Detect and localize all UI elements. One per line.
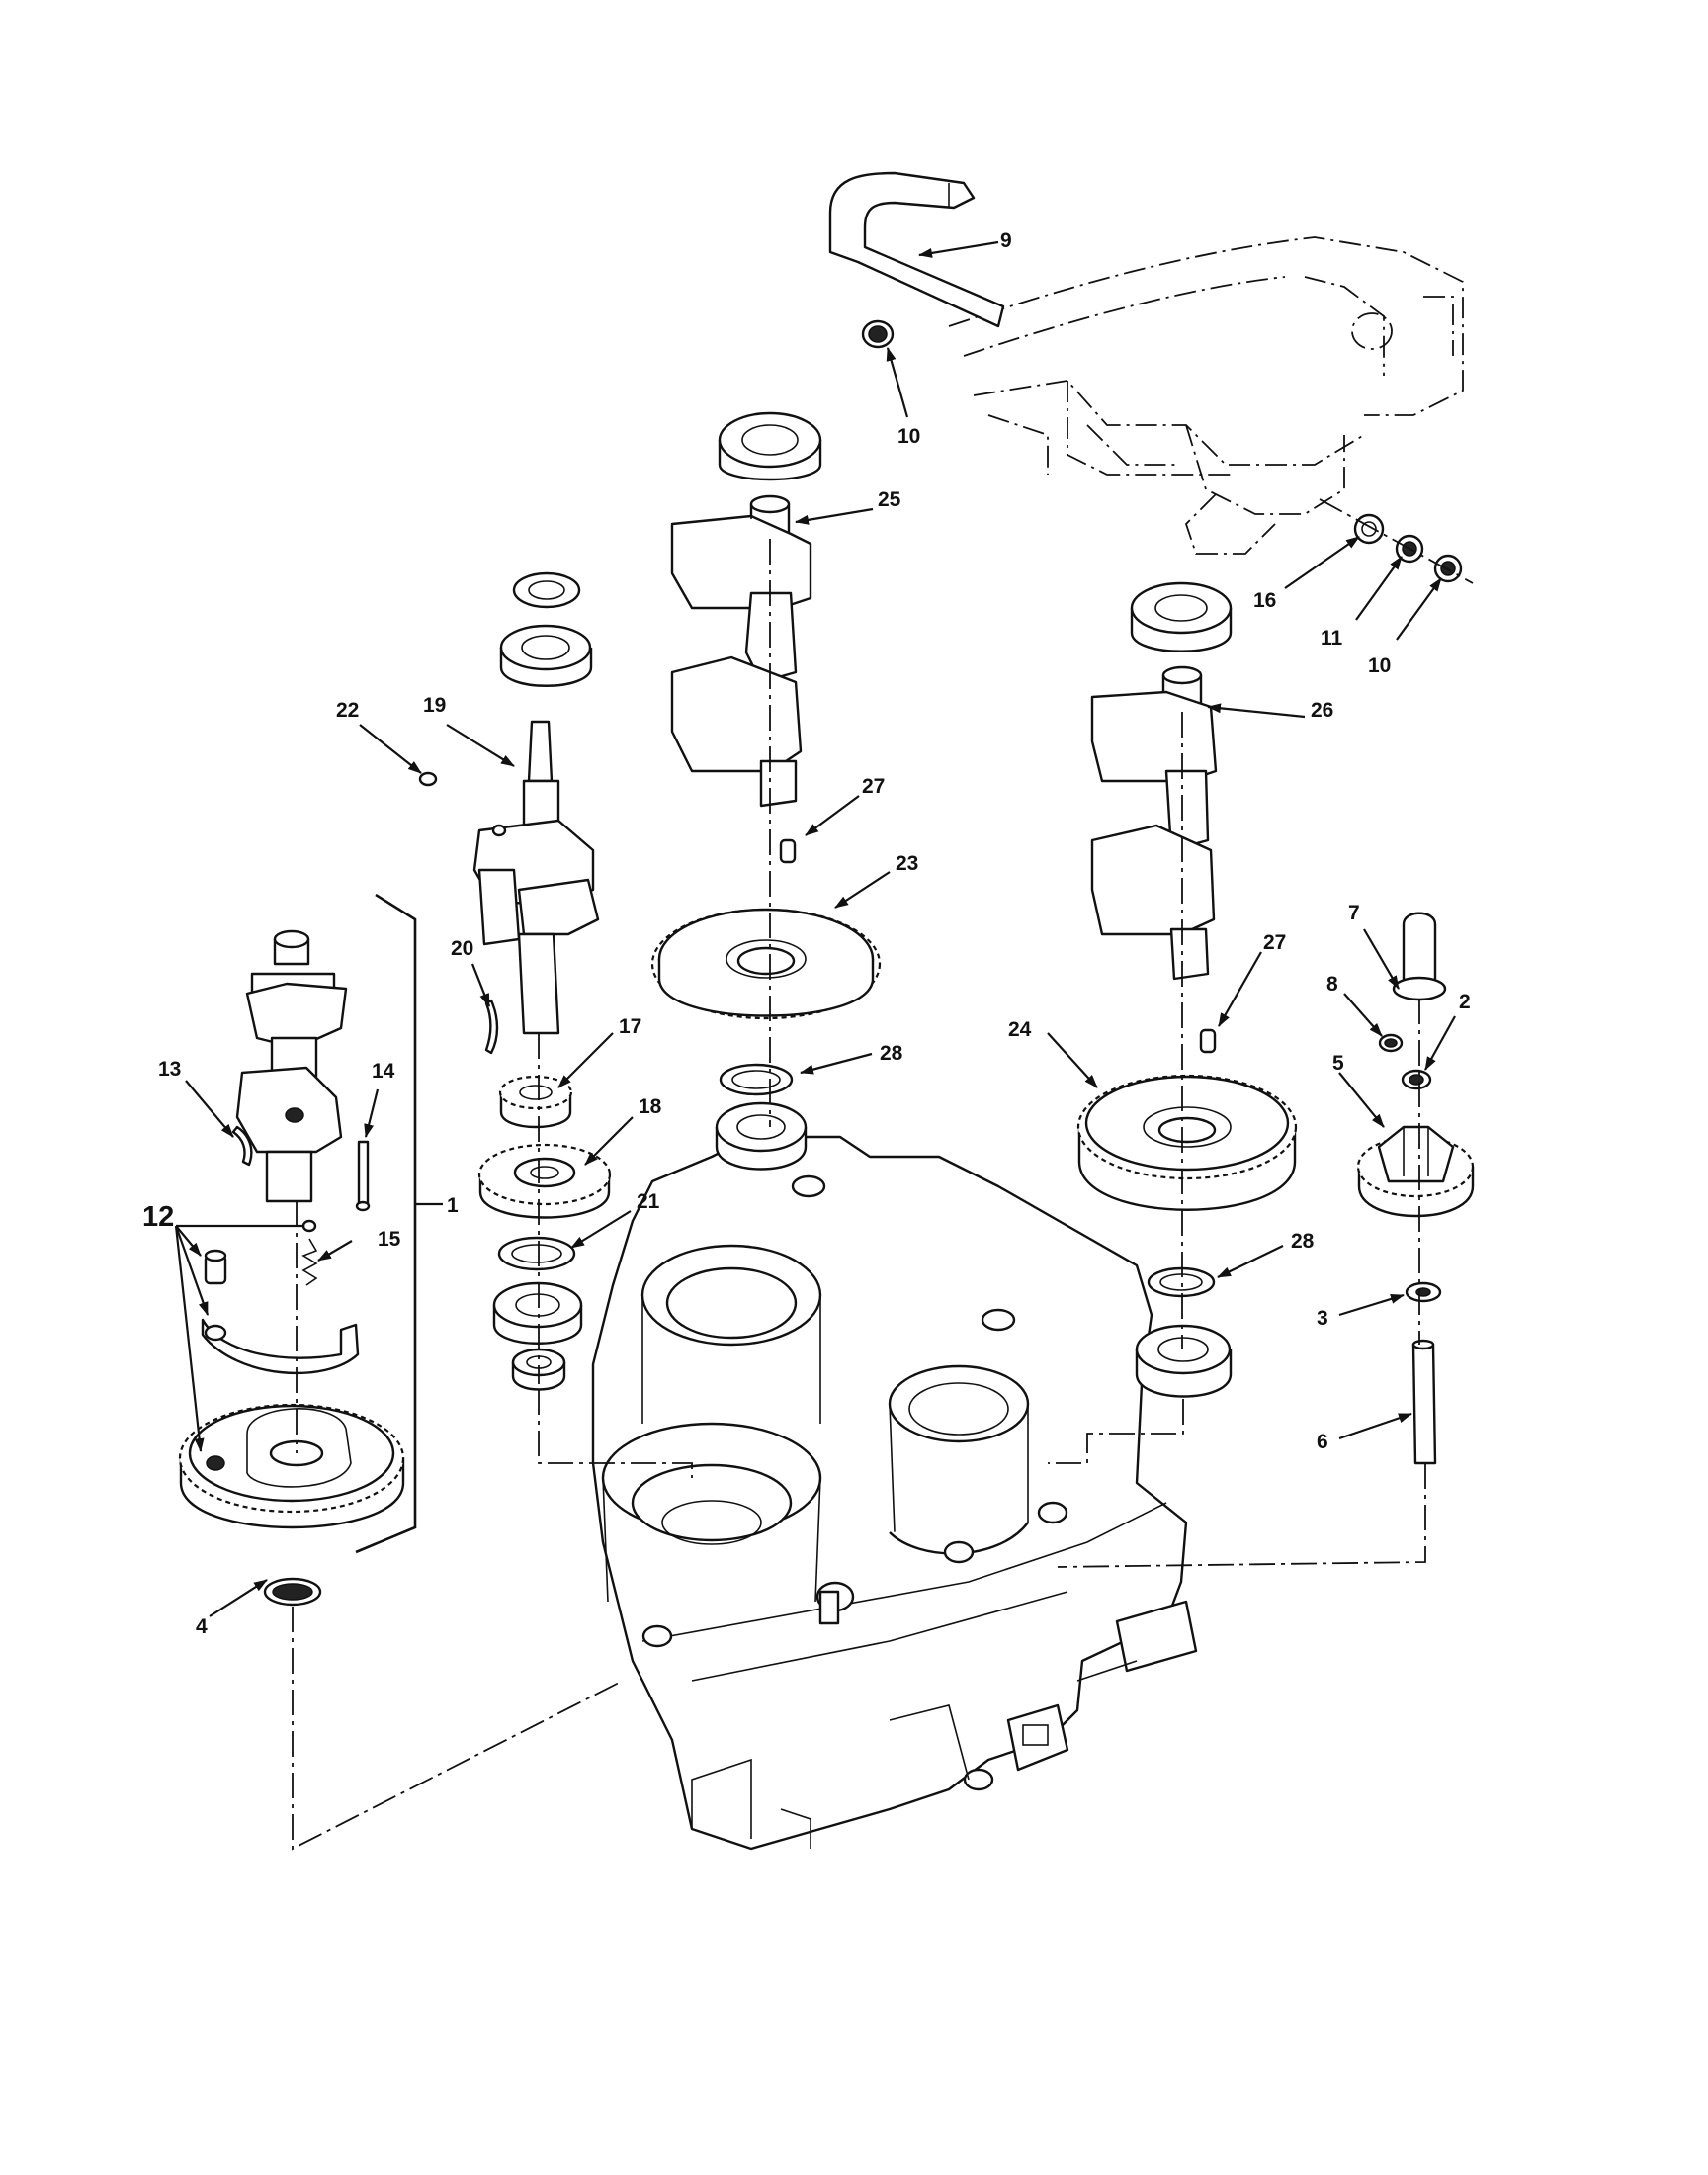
governor-gear-5 bbox=[1356, 1125, 1475, 1218]
callout-28-center: 28 bbox=[880, 1042, 903, 1065]
callout-4: 4 bbox=[196, 1615, 208, 1638]
bearing-upper-center bbox=[718, 411, 822, 481]
weight-12-pin bbox=[204, 1249, 227, 1285]
callout-15: 15 bbox=[378, 1228, 401, 1251]
callout-6: 6 bbox=[1317, 1431, 1328, 1453]
thrust-washer-21 bbox=[497, 1236, 576, 1271]
cam-gear-12 bbox=[178, 1403, 405, 1529]
washer-3 bbox=[1405, 1281, 1442, 1303]
key-20 bbox=[484, 999, 499, 1055]
crankcase-housing bbox=[591, 1135, 1198, 1851]
callout-14: 14 bbox=[372, 1060, 395, 1083]
callout-19: 19 bbox=[423, 694, 446, 717]
callout-27-center: 27 bbox=[862, 775, 885, 798]
callout-20: 20 bbox=[451, 937, 473, 960]
callout-1: 1 bbox=[447, 1194, 459, 1217]
callout-9: 9 bbox=[1000, 229, 1012, 252]
callout-26: 26 bbox=[1311, 699, 1333, 722]
callout-17: 17 bbox=[619, 1015, 641, 1038]
shaft-6 bbox=[1411, 1339, 1437, 1465]
callout-8: 8 bbox=[1326, 973, 1338, 996]
callout-21: 21 bbox=[637, 1190, 660, 1213]
crankshaft-25 bbox=[670, 494, 812, 808]
callout-10-right: 10 bbox=[1368, 654, 1391, 677]
camshaft-assembly bbox=[235, 929, 348, 1203]
callout-2: 2 bbox=[1459, 991, 1471, 1013]
bearing-upper-left-small bbox=[512, 571, 581, 609]
bearing-upper-right bbox=[1130, 581, 1233, 652]
thrust-washer-28-right bbox=[1147, 1266, 1216, 1298]
retainer-8 bbox=[1378, 1033, 1404, 1053]
callout-labels: 1 2 3 4 5 6 7 8 9 10 10 11 12 13 14 15 1… bbox=[142, 229, 1471, 1638]
callout-16: 16 bbox=[1253, 589, 1276, 612]
callout-25: 25 bbox=[878, 488, 901, 511]
callout-10-upper: 10 bbox=[897, 425, 920, 448]
engine-block-phantom bbox=[948, 236, 1464, 555]
crankshaft-26 bbox=[1090, 665, 1218, 981]
bearing-lower-left bbox=[492, 1281, 583, 1345]
thrust-washer-28-center bbox=[719, 1063, 794, 1096]
thrust-washer-4 bbox=[263, 1577, 322, 1607]
callout-11: 11 bbox=[1321, 627, 1343, 650]
gear-18 bbox=[477, 1143, 612, 1219]
gear-24 bbox=[1076, 1074, 1298, 1211]
callout-28-right: 28 bbox=[1291, 1230, 1315, 1253]
governor-weight-12 bbox=[201, 1318, 360, 1375]
callout-18: 18 bbox=[639, 1095, 662, 1118]
seal-10-upper bbox=[861, 319, 895, 349]
pin-14 bbox=[355, 1140, 371, 1212]
spring-15 bbox=[301, 1219, 318, 1286]
shaft-spacer-16 bbox=[1353, 513, 1385, 545]
bearing-upper-left bbox=[499, 624, 593, 687]
washer-2 bbox=[1401, 1069, 1432, 1090]
callout-24: 24 bbox=[1008, 1018, 1032, 1041]
woodruff-key-27-center bbox=[779, 838, 797, 864]
callout-12: 12 bbox=[142, 1201, 174, 1233]
crankshaft-19 bbox=[472, 720, 600, 1035]
gear-17 bbox=[498, 1075, 573, 1129]
callout-27-right: 27 bbox=[1263, 931, 1286, 954]
callout-3: 3 bbox=[1317, 1307, 1328, 1330]
callout-5: 5 bbox=[1332, 1052, 1344, 1075]
cam-gear-23 bbox=[650, 908, 882, 1020]
breather-tube bbox=[828, 171, 1005, 328]
governor-plunger-7 bbox=[1392, 912, 1447, 1001]
bearing-lower-right bbox=[1135, 1324, 1233, 1398]
bearing-lower-center bbox=[715, 1101, 808, 1171]
callout-22: 22 bbox=[336, 699, 359, 722]
key-13 bbox=[231, 1125, 253, 1167]
woodruff-key-27-right bbox=[1199, 1028, 1217, 1054]
callout-13: 13 bbox=[158, 1058, 181, 1081]
callout-7: 7 bbox=[1348, 902, 1360, 924]
key-22 bbox=[418, 771, 438, 787]
seal-10-right bbox=[1433, 554, 1463, 583]
callout-23: 23 bbox=[896, 852, 918, 875]
leader-lines bbox=[174, 240, 1456, 1617]
